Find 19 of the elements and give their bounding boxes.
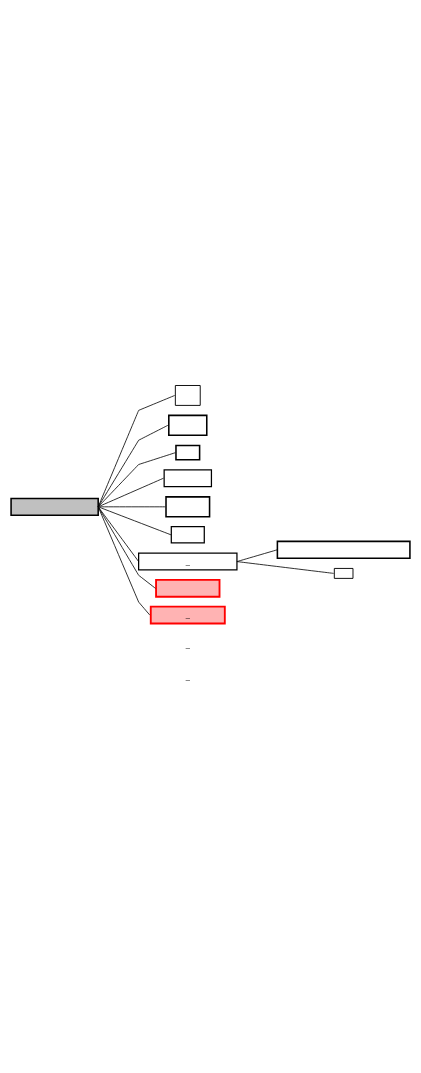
node-box xyxy=(276,540,411,559)
connector xyxy=(97,505,166,507)
connector xyxy=(236,548,278,562)
node-box xyxy=(170,525,205,544)
connector xyxy=(97,505,151,615)
connector xyxy=(97,477,164,507)
node-box xyxy=(155,578,221,598)
connector xyxy=(97,505,172,535)
node-box xyxy=(10,497,99,516)
connector xyxy=(236,560,335,574)
node-box xyxy=(168,414,208,436)
node-box xyxy=(165,495,211,518)
connector xyxy=(97,451,176,507)
connector xyxy=(97,424,169,507)
node-box xyxy=(174,384,201,406)
node-box xyxy=(175,444,201,461)
node-box xyxy=(163,468,213,487)
connector xyxy=(97,394,176,507)
node-box xyxy=(333,567,354,579)
